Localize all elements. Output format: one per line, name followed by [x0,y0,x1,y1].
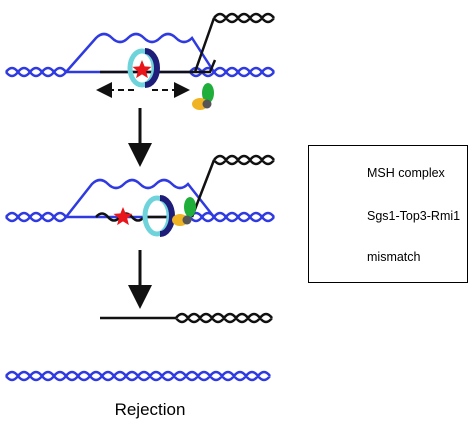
stage1-msh-complex [127,48,160,88]
stage2-displaced-strand [65,178,215,218]
legend-label-msh-complex: MSH complex [367,166,445,180]
stage-1-heteroduplex [5,12,275,110]
stage1-black-donor-duplex [213,12,275,24]
stage2-msh-complex [142,195,175,237]
stage3-blue-duplex [5,370,271,382]
stage2-sgs1-top3-rmi1 [172,197,196,226]
legend: MSH complex Sgs1-Top3-Rmi1 mismatch [308,145,468,283]
caption: Rejection [114,400,186,419]
stage-2-unwinding [5,154,275,237]
legend-label-sgs1-top3-rmi1: Sgs1-Top3-Rmi1 [367,209,461,223]
stage1-black-invading-strand [100,59,217,74]
stage2-black-donor-duplex [213,154,275,166]
stage2-blue-duplex-b [5,211,275,223]
stage3-black-donor-duplex [175,312,273,324]
stage-3-rejection [5,312,273,382]
stage1-sgs1-top3-rmi1 [192,83,214,110]
stage2-mismatch-star [113,207,133,226]
stage1-mismatch-star [132,60,152,79]
legend-label-mismatch: mismatch [367,250,421,264]
stage1-black-invading-strand-tail [193,17,216,73]
stage1-displaced-strand [65,32,216,73]
